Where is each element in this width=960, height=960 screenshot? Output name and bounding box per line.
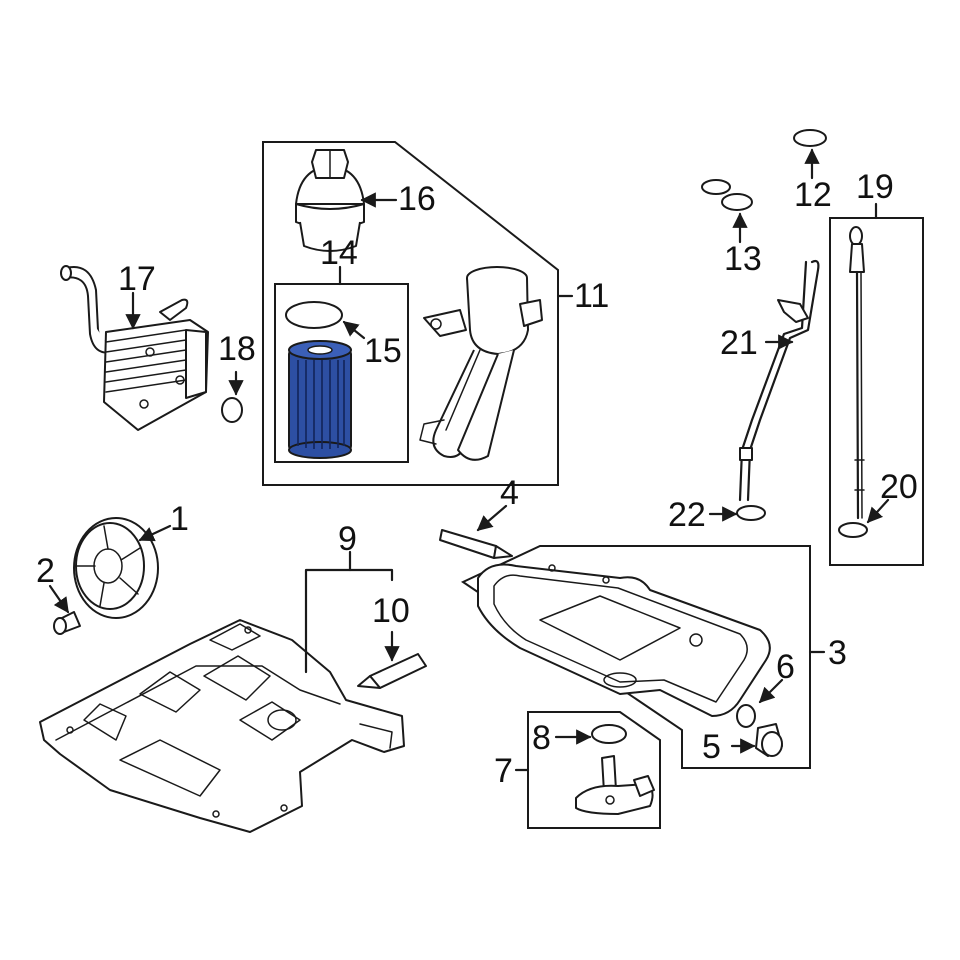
drain-plug-part[interactable] (755, 723, 783, 757)
seal-8-part[interactable] (591, 724, 627, 744)
leader-lines (48, 148, 890, 772)
callout-4: 4 (500, 474, 519, 512)
callout-13: 13 (724, 240, 762, 278)
bolt-part[interactable] (53, 611, 81, 635)
callout-18: 18 (218, 330, 256, 368)
o-ring-13a-part[interactable] (701, 179, 731, 195)
oil-cooler-part[interactable] (60, 265, 209, 431)
callout-11: 11 (574, 277, 609, 315)
callout-5: 5 (702, 728, 721, 766)
oil-pan-group-box (460, 545, 811, 769)
o-ring-22-part[interactable] (736, 505, 766, 521)
o-ring-20-part[interactable] (838, 522, 868, 538)
washer-6-part[interactable] (736, 704, 756, 728)
oil-filter-element-part[interactable] (288, 340, 352, 459)
o-ring-18-part[interactable] (221, 397, 243, 423)
dipstick-part[interactable] (849, 226, 865, 520)
callout-22: 22 (668, 496, 706, 534)
callout-20: 20 (880, 468, 918, 506)
callout-labels: 1 2 3 4 5 6 7 8 9 10 11 12 13 14 15 16 1… (36, 168, 918, 790)
callout-15: 15 (364, 332, 402, 370)
o-ring-13b-part[interactable] (721, 193, 753, 211)
callout-12: 12 (794, 176, 832, 214)
dipstick-tube-part[interactable] (738, 259, 820, 502)
callout-7: 7 (494, 752, 513, 790)
callout-9: 9 (338, 520, 357, 558)
o-ring-15-part[interactable] (285, 301, 343, 329)
callout-2: 2 (36, 552, 55, 590)
callout-16: 16 (398, 180, 436, 218)
filter-element-group-box (274, 283, 409, 463)
sealant-tube-10-part[interactable] (357, 653, 427, 689)
callout-6: 6 (776, 648, 795, 686)
callout-8: 8 (532, 719, 551, 757)
oil-pan-part[interactable] (477, 563, 771, 717)
callout-10: 10 (372, 592, 410, 630)
oil-pan-upper-frame-part[interactable] (39, 619, 405, 833)
callout-14: 14 (320, 234, 358, 272)
callout-21: 21 (720, 324, 758, 362)
oil-level-sensor-part[interactable] (575, 755, 655, 815)
crankshaft-pulley-part[interactable] (73, 517, 159, 619)
oil-filter-housing-group-box (262, 141, 559, 486)
sealant-tube-4-part[interactable] (439, 529, 513, 559)
o-ring-12-part[interactable] (793, 129, 827, 147)
callout-1: 1 (170, 500, 189, 538)
callout-3: 3 (828, 634, 847, 672)
callout-19: 19 (856, 168, 894, 206)
filter-cap-part[interactable] (295, 149, 365, 252)
oil-filter-housing-part[interactable] (419, 266, 543, 461)
callout-17: 17 (118, 260, 156, 298)
oil-level-sensor-group-box (527, 711, 661, 829)
